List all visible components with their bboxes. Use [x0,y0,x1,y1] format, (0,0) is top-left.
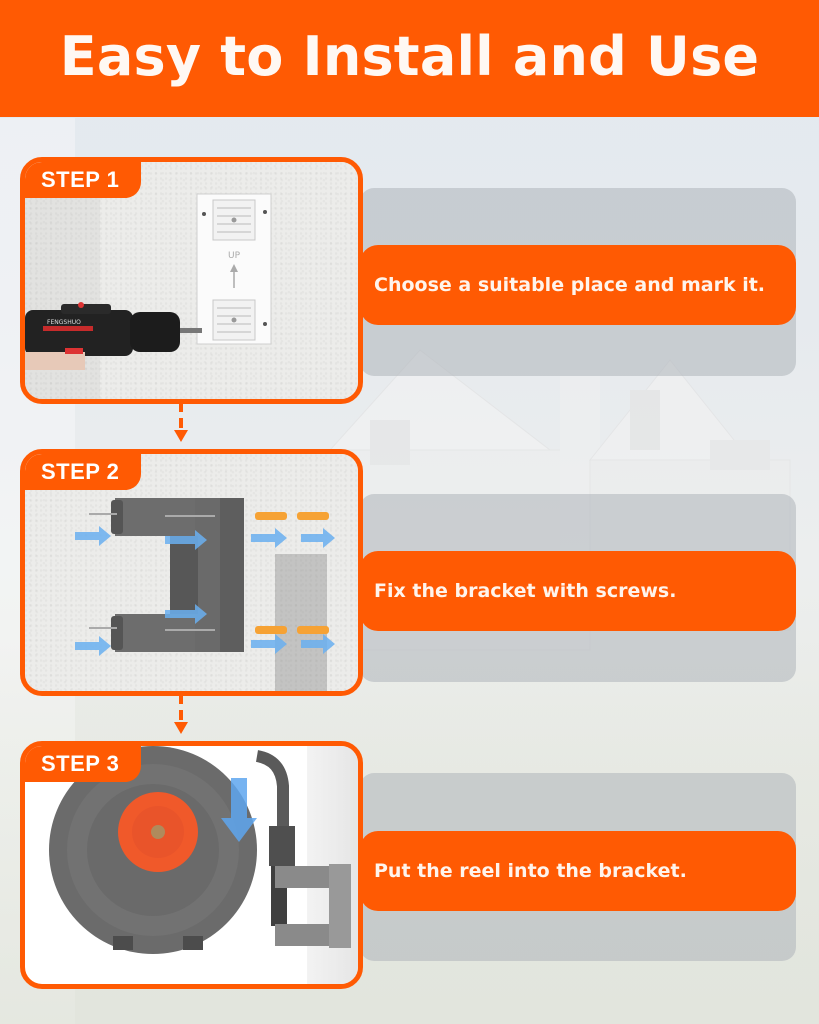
step-1-tag: STEP 1 [25,162,142,198]
step-1-caption: Choose a suitable place and mark it. [360,245,796,325]
drill-icon: FENGSHUO [25,302,202,370]
hose-reel-icon [49,746,351,954]
step-3-tag: STEP 3 [25,746,142,782]
step-2-to-3-arrow [174,696,188,740]
step-3-caption: Put the reel into the bracket. [360,831,796,911]
header-banner: Easy to Install and Use [0,0,819,117]
page-title: Easy to Install and Use [59,25,760,88]
step-2-card: STEP 2 [20,449,363,696]
step-1-to-2-arrow [174,404,188,446]
step-2-caption-text: Fix the bracket with screws. [374,580,677,602]
step-3-caption-text: Put the reel into the bracket. [374,860,687,882]
mounting-plate-icon: UP [196,193,272,345]
step-3-card: STEP 3 [20,741,363,989]
svg-text:FENGSHUO: FENGSHUO [47,319,81,326]
step-2-caption: Fix the bracket with screws. [360,551,796,631]
step-1-caption-text: Choose a suitable place and mark it. [374,274,766,296]
step-1-card: STEP 1 UP FENGSHUO [20,157,363,404]
svg-text:UP: UP [228,251,241,261]
step-2-tag: STEP 2 [25,454,142,490]
bracket-with-screws-icon [75,498,335,656]
